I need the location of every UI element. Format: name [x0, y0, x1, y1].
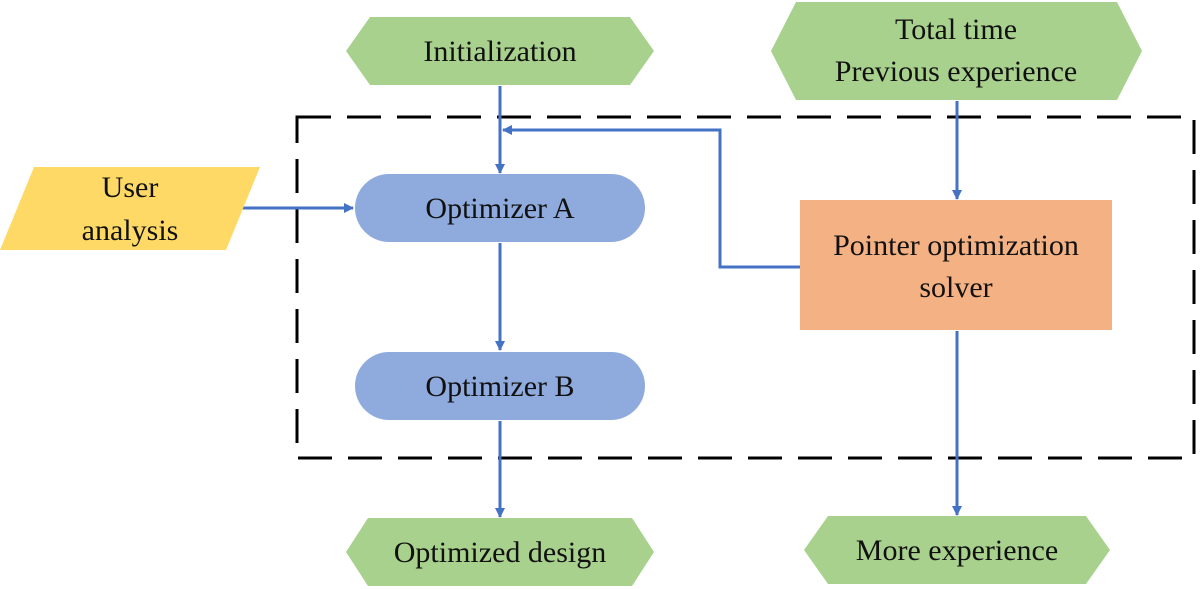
user-analysis-label-line1: User: [102, 171, 159, 204]
initialization-node: Initialization: [346, 17, 654, 85]
total-time-label: Total time: [895, 13, 1017, 46]
optimizer-a-label: Optimizer A: [425, 192, 574, 225]
solver-shape: [800, 200, 1112, 330]
initialization-label: Initialization: [423, 35, 576, 68]
optimizer-b-shape: [355, 352, 645, 420]
total-time-shape: [771, 2, 1142, 100]
more-experience-node: More experience: [804, 516, 1110, 584]
user-analysis-node: User analysis: [0, 167, 260, 250]
previous-experience-label: Previous experience: [835, 55, 1077, 88]
optimizer-b-node: Optimizer B: [355, 352, 645, 420]
solver-node: Pointer optimization solver: [800, 200, 1112, 330]
total-time-node: Total time Previous experience: [771, 2, 1142, 100]
optimizer-b-label: Optimizer B: [425, 370, 574, 403]
optimization-boundary: [295, 115, 1196, 460]
optimizer-a-node: Optimizer A: [355, 174, 645, 242]
arrow-solver-feedback: [502, 125, 800, 269]
solver-label-line1: Pointer optimization: [833, 229, 1079, 262]
more-experience-shape: [804, 516, 1110, 584]
optimized-design-label: Optimized design: [394, 536, 606, 569]
optimized-design-shape: [346, 518, 654, 586]
user-analysis-shape: [0, 167, 260, 250]
user-analysis-label-line2: analysis: [82, 214, 179, 247]
optimizer-a-shape: [355, 174, 645, 242]
solver-label-line2: solver: [919, 271, 992, 304]
more-experience-label: More experience: [856, 534, 1058, 567]
connectors: [236, 86, 962, 518]
optimized-design-node: Optimized design: [346, 518, 654, 586]
initialization-shape: [346, 17, 654, 85]
